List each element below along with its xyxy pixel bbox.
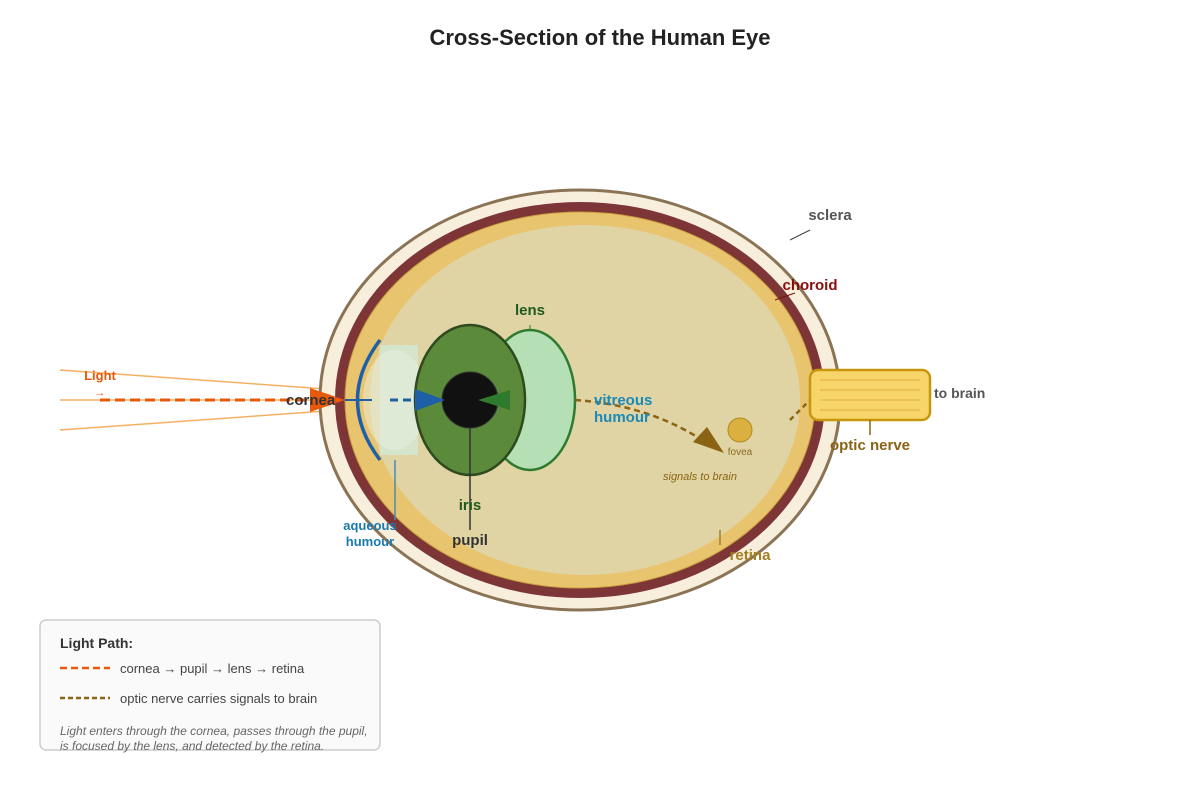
signal-path — [574, 398, 706, 444]
lens-arrow-head — [478, 390, 510, 410]
legend-title: Light Path: — [60, 635, 133, 651]
vitreous-humour-label-line1: vitreous — [594, 392, 652, 409]
vitreous-humour-label-line2: humour — [594, 409, 650, 426]
cornea-label: cornea — [286, 392, 336, 409]
signals-to-brain-label: signals to brain — [663, 471, 737, 483]
lens-label: lens — [515, 302, 545, 319]
pupil-label: pupil — [452, 532, 488, 549]
legend: Light Path: cornea → pupil → lens → reti… — [39, 619, 381, 753]
leader-lines — [394, 229, 871, 545]
fovea — [727, 417, 753, 443]
cornea-arrow-head — [415, 389, 445, 411]
choroid-label: choroid — [783, 277, 838, 294]
sclera-label: sclera — [808, 207, 852, 224]
legend-light-path-text: cornea → pupil → lens → retina — [120, 661, 305, 676]
legend-note-line2: is focused by the lens, and detected by … — [60, 739, 324, 753]
vitreous-body — [370, 225, 800, 575]
page-title: Cross-Section of the Human Eye — [429, 25, 770, 50]
retina-label: retina — [730, 547, 772, 564]
iris-label: iris — [459, 497, 482, 514]
signal-arrow-head — [693, 427, 724, 453]
aqueous-humour-label-line1: aqueous — [343, 518, 396, 533]
optic-nerve — [808, 368, 932, 422]
optic-nerve-label: optic nerve — [830, 437, 910, 454]
to-brain-label: to brain — [934, 385, 985, 401]
optic-nerve-connector — [789, 399, 811, 421]
optic-nerve-fibers — [820, 379, 920, 411]
light-arrow-head — [310, 388, 345, 412]
legend-signal-text: optic nerve carries signals to brain — [120, 691, 317, 706]
light-arrow-glyph: → — [95, 387, 106, 399]
legend-note-line1: Light enters through the cornea, passes … — [60, 724, 368, 738]
legend-box — [39, 619, 381, 751]
aqueous-humour-label-line2: humour — [346, 534, 394, 549]
light-label: Light — [84, 368, 116, 383]
fovea-label: fovea — [728, 447, 753, 458]
